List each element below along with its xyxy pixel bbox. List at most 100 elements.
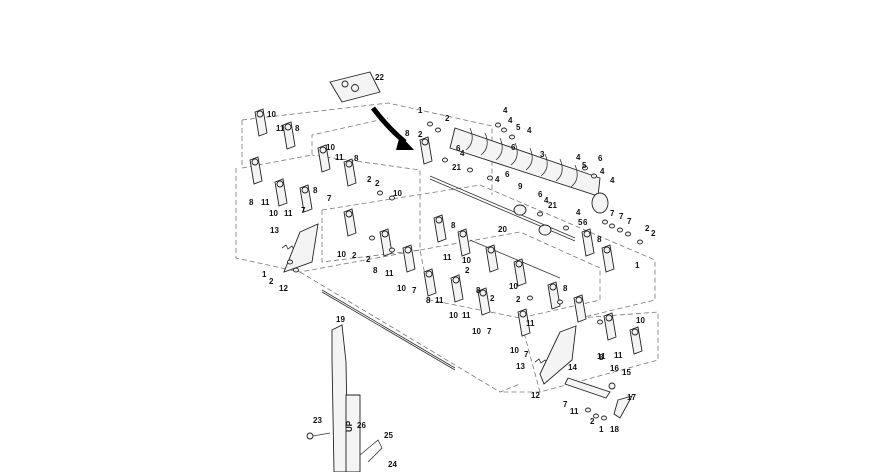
callout-12: 12	[531, 391, 540, 400]
callout-11: 11	[570, 407, 579, 416]
callout-7: 7	[327, 194, 332, 203]
callout-8: 8	[354, 154, 359, 163]
fastener	[369, 235, 375, 241]
callout-11: 11	[462, 311, 471, 320]
callout-10: 10	[449, 311, 458, 320]
callout-4: 4	[460, 149, 465, 158]
callout-7: 7	[524, 350, 529, 359]
callout-6: 6	[538, 190, 543, 199]
callout-14: 14	[568, 363, 577, 372]
callout-6: 6	[583, 218, 588, 227]
decal-plate	[329, 71, 414, 150]
fastener	[427, 121, 433, 127]
tine-paddle	[299, 184, 313, 213]
callout-3: 3	[540, 150, 545, 159]
callout-2: 2	[590, 417, 595, 426]
callout-1: 1	[418, 106, 423, 115]
rods	[321, 175, 576, 371]
fastener	[637, 239, 643, 245]
callout-5: 5	[582, 161, 587, 170]
tine-paddle	[254, 108, 268, 137]
callout-1: 1	[635, 261, 640, 270]
callout-7: 7	[563, 400, 568, 409]
callout-4: 4	[503, 106, 508, 115]
callout-10: 10	[326, 143, 335, 152]
fastener	[287, 259, 293, 265]
tine-paddle	[433, 214, 447, 243]
callout-13: 13	[270, 226, 279, 235]
callout-1: 1	[262, 270, 267, 279]
callout-17: 17	[627, 393, 636, 402]
tine-paddle	[343, 158, 357, 187]
callout-4: 4	[508, 116, 513, 125]
callout-2: 2	[269, 277, 274, 286]
callout-11: 11	[261, 198, 270, 207]
fastener	[601, 415, 607, 421]
callout-6: 6	[456, 144, 461, 153]
callout-18: 18	[610, 425, 619, 434]
rod-long	[321, 289, 456, 369]
tine-paddle	[423, 268, 437, 297]
callout-4: 4	[576, 153, 581, 162]
callout-2: 2	[375, 179, 380, 188]
callout-8: 8	[426, 296, 431, 305]
fastener	[625, 231, 631, 237]
callout-8: 8	[599, 353, 604, 362]
callout-11: 11	[614, 351, 623, 360]
callout-24: 24	[388, 460, 397, 469]
callout-7: 7	[412, 286, 417, 295]
tine-paddle	[629, 326, 643, 355]
linkage	[564, 377, 633, 419]
callout-6: 6	[598, 154, 603, 163]
callout-4: 4	[600, 167, 605, 176]
callout-10: 10	[393, 189, 402, 198]
tine-paddle	[547, 281, 561, 310]
tine-paddle	[274, 178, 288, 207]
callout-26: 26	[357, 421, 366, 430]
callout-8: 8	[597, 235, 602, 244]
callout-7: 7	[487, 327, 492, 336]
fastener	[467, 167, 473, 173]
callout-4: 4	[576, 208, 581, 217]
tine-paddle	[573, 294, 587, 323]
callout-labels: 22 1 2 4 4 5 4 6 8 2 6 4 3 10 11 8 21 4 …	[249, 73, 656, 469]
callout-11: 11	[443, 253, 452, 262]
tine-paddle	[450, 274, 464, 303]
fastener	[582, 165, 588, 171]
callout-2: 2	[651, 229, 656, 238]
callout-2: 2	[645, 224, 650, 233]
fastener	[293, 267, 299, 273]
callout-7: 7	[627, 217, 632, 226]
callout-5: 5	[578, 218, 583, 227]
tine-paddle	[379, 228, 393, 257]
callout-10: 10	[462, 256, 471, 265]
callout-10: 10	[397, 284, 406, 293]
callout-10: 10	[267, 110, 276, 119]
fastener	[617, 227, 623, 233]
callout-16: 16	[610, 364, 619, 373]
tine-paddle	[419, 136, 433, 165]
callout-2: 2	[367, 175, 372, 184]
callout-2: 2	[490, 294, 495, 303]
callout-8: 8	[405, 129, 410, 138]
auger-shaft	[449, 127, 609, 236]
callout-12: 12	[279, 284, 288, 293]
callout-8: 8	[451, 221, 456, 230]
callout-7: 7	[619, 212, 624, 221]
fastener	[609, 223, 615, 229]
fastener	[597, 319, 603, 325]
callout-11: 11	[526, 319, 535, 328]
callout-5: 5	[516, 123, 521, 132]
callout-20: 20	[498, 225, 507, 234]
callout-11: 11	[597, 352, 606, 361]
callout-10: 10	[636, 316, 645, 325]
callout-2: 2	[465, 266, 470, 275]
callout-1: 1	[599, 425, 604, 434]
callout-11: 11	[284, 209, 293, 218]
callout-25: 25	[384, 431, 393, 440]
fastener	[593, 413, 599, 419]
callout-19: 19	[336, 315, 345, 324]
callout-9: 9	[518, 182, 523, 191]
tine-paddle	[581, 228, 595, 257]
fastener	[585, 407, 591, 413]
